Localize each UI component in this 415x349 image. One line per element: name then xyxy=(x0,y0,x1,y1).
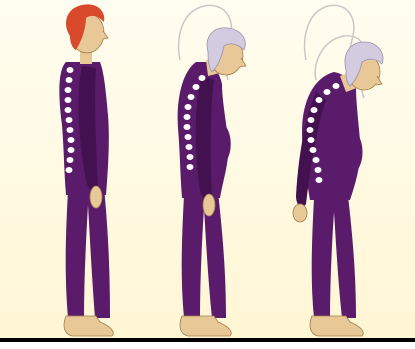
bottom-margin xyxy=(0,342,415,349)
hand xyxy=(203,194,215,216)
hand xyxy=(90,186,102,208)
hand xyxy=(293,204,307,222)
floor-line xyxy=(0,338,415,342)
